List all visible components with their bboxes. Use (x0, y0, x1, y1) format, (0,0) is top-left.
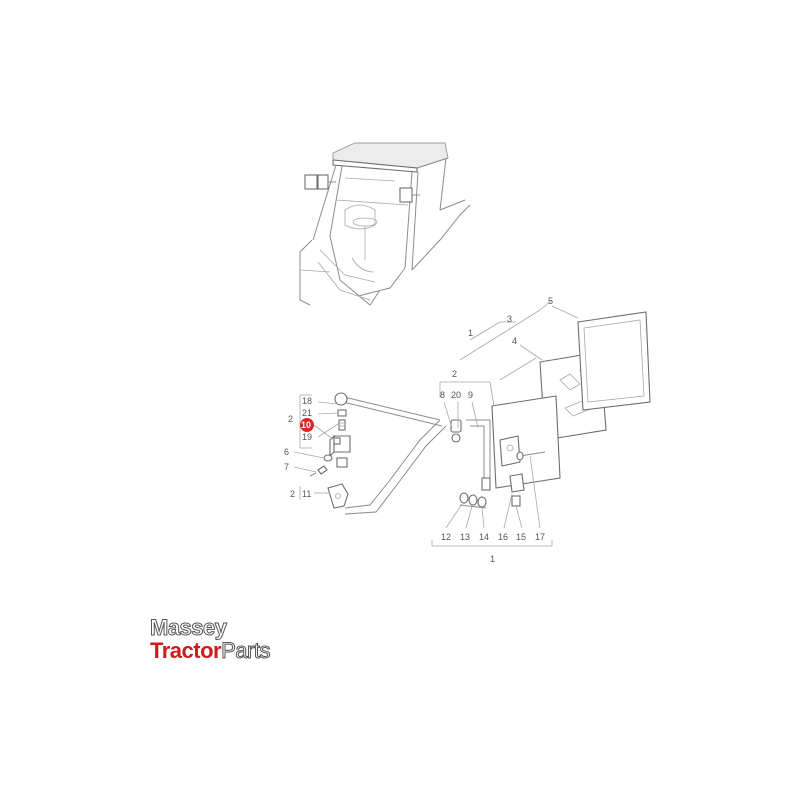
callout-3: 3 (507, 314, 512, 324)
callout-15: 15 (516, 532, 526, 542)
callout-labels: 18 21 2 10 19 6 7 2 11 1 3 5 4 2 8 20 9 … (284, 296, 553, 564)
callout-21: 21 (302, 408, 312, 418)
callout-2-left: 2 (288, 414, 293, 424)
highlight-marker (300, 418, 314, 432)
callout-2-right: 2 (452, 369, 457, 379)
logo-line-massey: Massey (150, 615, 228, 640)
tractor-cab-illustration (299, 142, 471, 306)
callout-7: 7 (284, 462, 289, 472)
callout-18: 18 (302, 396, 312, 406)
mirror-heads (459, 311, 651, 509)
callout-11: 11 (302, 489, 311, 499)
callout-9: 9 (468, 390, 473, 400)
mirror-arm-assembly (309, 392, 447, 515)
callout-leader-lines (293, 299, 579, 547)
callout-10-highlighted: 10 (301, 420, 311, 430)
callout-6: 6 (284, 447, 289, 457)
callout-4: 4 (512, 336, 517, 346)
mirror-stem (450, 419, 491, 491)
logo-word-parts: Parts (221, 638, 271, 663)
callout-5: 5 (548, 296, 553, 306)
callout-13: 13 (460, 532, 470, 542)
callout-1-top: 1 (468, 328, 473, 338)
massey-tractor-parts-logo[interactable]: Massey TractorParts (150, 615, 310, 667)
callout-8: 8 (440, 390, 445, 400)
callout-14: 14 (479, 532, 489, 542)
callout-17: 17 (535, 532, 545, 542)
callout-20: 20 (451, 390, 461, 400)
callout-16: 16 (498, 532, 508, 542)
callout-1-bottom: 1 (490, 554, 495, 564)
callout-2-bottom: 2 (290, 489, 295, 499)
callout-19: 19 (302, 432, 312, 442)
logo-line-tractorparts: TractorParts (150, 638, 271, 663)
callout-12: 12 (441, 532, 451, 542)
logo-word-tractor: Tractor (150, 638, 222, 663)
